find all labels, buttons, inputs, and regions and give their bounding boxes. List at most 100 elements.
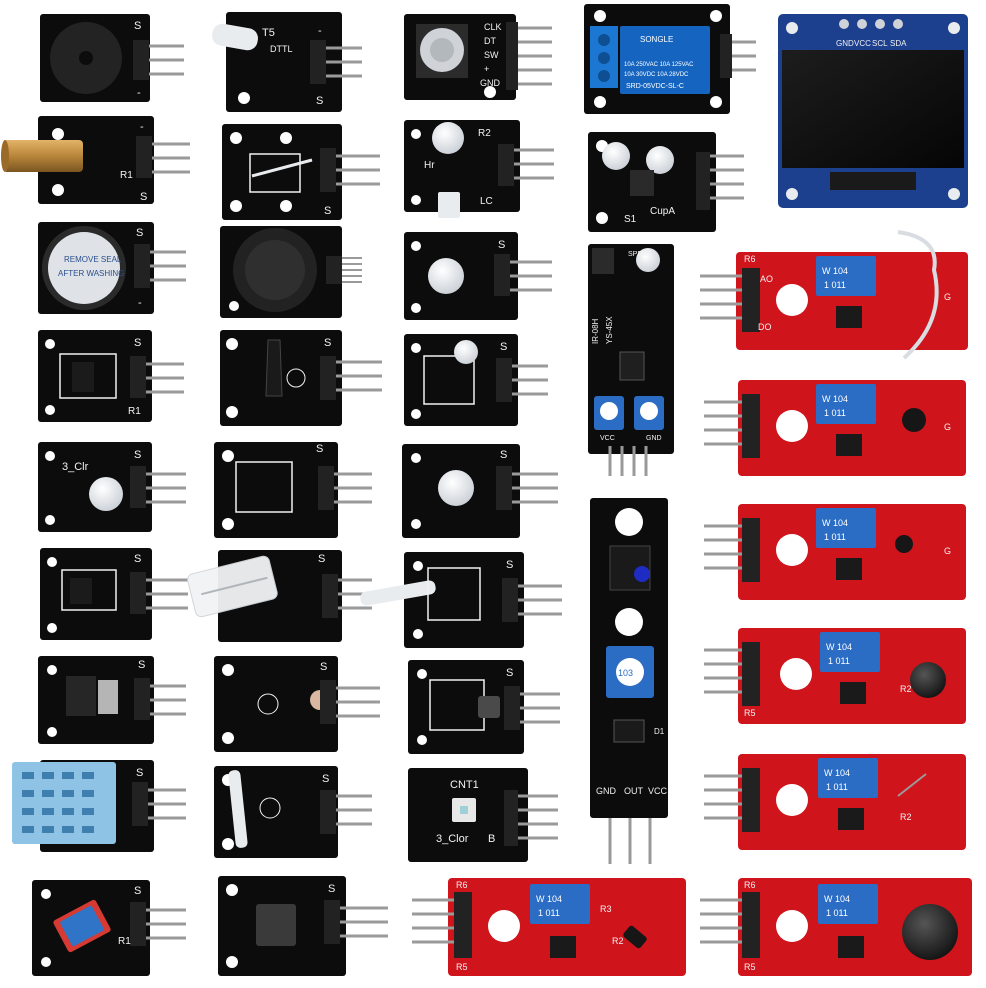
small-reed-module: S — [360, 552, 562, 648]
pin-label-s: S — [324, 205, 331, 217]
photoresistor-module: S — [214, 656, 380, 752]
trimmer-code: W 104 — [822, 518, 848, 528]
reed-module: S — [214, 442, 372, 538]
relay-spec-2: 10A 30VDC 10A 28VDC — [624, 72, 689, 78]
label-do: DO — [758, 322, 772, 332]
trimmer-code: W 104 — [822, 394, 848, 404]
trimmer-code-2: 1 011 — [826, 908, 848, 918]
label-ir-vcc: VCC — [600, 435, 615, 442]
pin-label-minus: - — [318, 25, 322, 37]
buzzer-sticker-line2: AFTER WASHING — [58, 269, 124, 278]
push-button-module: S — [218, 876, 388, 976]
oled-pin-gnd: GND — [836, 39, 854, 48]
label-r5: R5 — [456, 962, 468, 972]
pin-label-s: S — [506, 667, 513, 679]
analog-touch-module: W 104 1 011 R6 R3 R2 R5 — [412, 878, 686, 976]
pin-label-clk: CLK — [484, 22, 502, 32]
active-buzzer-module: REMOVE SEAL AFTER WASHING S - — [38, 222, 186, 314]
joystick-module — [220, 226, 362, 318]
pin-label-s: S — [322, 773, 329, 785]
trimmer-code-2: 1 011 — [824, 408, 846, 418]
analog-temp-module: W 104 1 011 G — [704, 504, 966, 600]
trimmer-code: W 104 — [824, 894, 850, 904]
magic-light-cup-module: CupA S1 — [588, 132, 744, 232]
pin-label-s: S — [316, 443, 323, 455]
label-tcrt-gnd: GND — [596, 786, 617, 796]
rotary-encoder-module: CLK DT SW + GND — [404, 14, 552, 100]
ir-obstacle-module: SPERE IR-08H YS-45X VCC GND — [588, 244, 674, 476]
pin-label-s: S — [318, 553, 325, 565]
passive-buzzer-module: S - — [40, 14, 184, 102]
resistor-label: R2 — [478, 128, 491, 139]
module-label-3clr: 3_Clr — [62, 461, 89, 473]
ir-receiver-module: S R1 — [38, 330, 184, 422]
label-g: G — [944, 292, 951, 302]
trimmer-code-2: 1 011 — [824, 280, 846, 290]
relay-spec-1: 10A 250VAC 10A 125VAC — [624, 62, 694, 68]
trimmer-code: W 104 — [824, 768, 850, 778]
mercury-tilt-module: S R1 — [32, 880, 186, 976]
label-tcrt-vcc: VCC — [648, 786, 668, 796]
label-ao: AO — [760, 274, 773, 284]
label-ir-model: IR-08H — [591, 318, 600, 344]
knock-sensor-module: S — [220, 330, 382, 426]
resistor-label: R1 — [120, 170, 133, 181]
laser-module: - S R1 — [1, 116, 190, 204]
resistor-label: R1 — [118, 936, 131, 947]
pin-label-s: S — [136, 227, 143, 239]
label-lc: LC — [480, 196, 493, 207]
trimmer-code-2: 1 011 — [538, 908, 560, 918]
pin-label-minus: - — [138, 297, 142, 309]
magic-cup-module: S — [222, 124, 380, 220]
label-r6: R6 — [744, 254, 756, 264]
led-module: S — [404, 334, 548, 426]
label-hr: Hr — [424, 160, 435, 171]
trimmer-code-2: 1 011 — [828, 656, 850, 666]
tilt-switch-module: S — [187, 550, 372, 642]
pin-label-s: S — [134, 20, 141, 32]
oled-pin-sda: SDA — [890, 39, 907, 48]
trimmer-code: W 104 — [536, 894, 562, 904]
mini-reed-module: S — [214, 766, 372, 858]
label-r6: R6 — [744, 880, 756, 890]
pin-label-s: S — [500, 449, 507, 461]
trimmer-code-2: 1 011 — [824, 532, 846, 542]
pin-label-s: S — [138, 659, 145, 671]
heartbeat-module: R2 Hr LC — [404, 120, 554, 218]
label-t5: T5 — [262, 27, 275, 39]
resistor-label: R1 — [128, 406, 141, 417]
ir-transmitter-module: S — [40, 548, 188, 640]
analog-reed-module: W 104 1 011 R6 AO DO G — [700, 230, 968, 360]
label-g: G — [944, 546, 951, 556]
label-r6: R6 — [456, 880, 468, 890]
label-d1: D1 — [654, 727, 665, 736]
line-tracker-module: 103 D1 GND OUT VCC — [590, 498, 668, 864]
pin-label-minus: - — [140, 121, 144, 133]
pin-label-s: S — [328, 883, 335, 895]
label-r2: R2 — [612, 936, 624, 946]
label-r5: R5 — [744, 708, 756, 718]
label-tcrt-out: OUT — [624, 786, 644, 796]
pin-label-s: S — [500, 341, 507, 353]
two-color-led-module: 3_Clr S — [38, 442, 186, 532]
pin-label-s: S — [506, 559, 513, 571]
analog-flame-module: W 104 1 011 R2 — [704, 754, 966, 850]
label-3clor: 3_Clor — [436, 833, 469, 845]
label-cnt1: CNT1 — [450, 779, 479, 791]
smd-rgb-module: CNT1 3_Clor B — [408, 768, 558, 862]
oled-pin-scl: SCL — [872, 39, 888, 48]
pin-label-s: S — [316, 95, 323, 107]
pin-label-s: S — [324, 337, 331, 349]
pin-label-gnd: GND — [480, 78, 501, 88]
pin-label-s: S — [134, 885, 141, 897]
analog-hall-module: W 104 1 011 G — [704, 380, 966, 476]
big-sound-module: W 104 1 011 R6 R5 — [700, 878, 972, 976]
dht11-module: S — [12, 760, 186, 852]
rgb-led-module: S — [402, 444, 558, 538]
relay-model: SRD-05VDC-SL-C — [626, 83, 684, 90]
trimmer-code: 103 — [618, 668, 633, 678]
label-s1: S1 — [624, 214, 637, 225]
label-b: B — [488, 833, 495, 845]
temperature-module: T5 DTTL - S — [212, 12, 362, 112]
pin-label-s: S — [140, 191, 147, 203]
